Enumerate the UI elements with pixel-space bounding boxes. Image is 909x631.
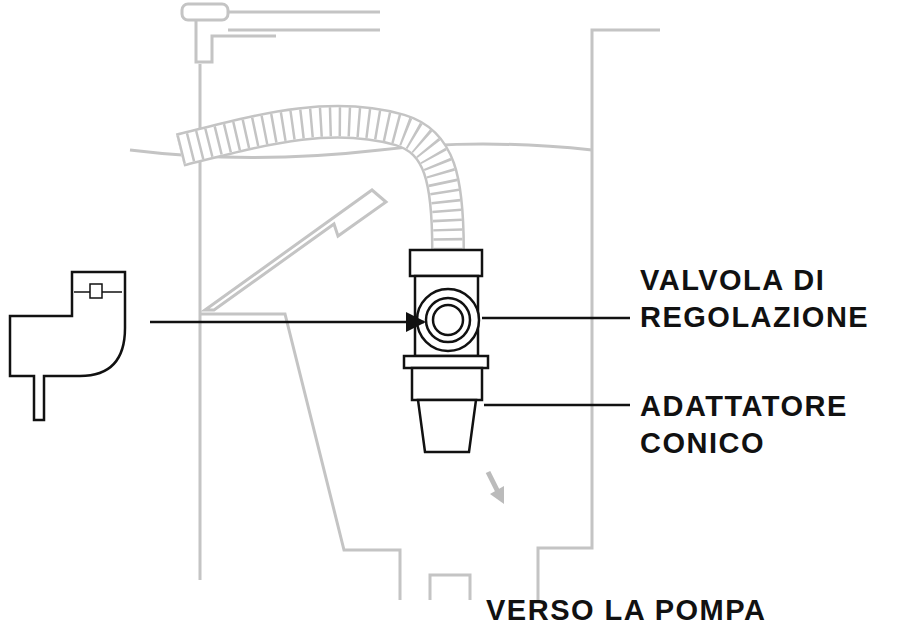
part-label: ADATTATORE CONICO [640,388,905,462]
tank-outline [130,4,660,600]
leader-lines [150,318,630,405]
part-label: VALVOLA DI REGOLAZIONE [640,262,905,336]
elbow-fitting-icon [10,272,125,420]
flow-arrow [488,472,504,504]
conical-adapter [412,368,482,452]
flexible-hose [180,122,448,250]
flow-label: VERSO LA POMPA [486,592,766,629]
regulating-valve [404,250,488,368]
